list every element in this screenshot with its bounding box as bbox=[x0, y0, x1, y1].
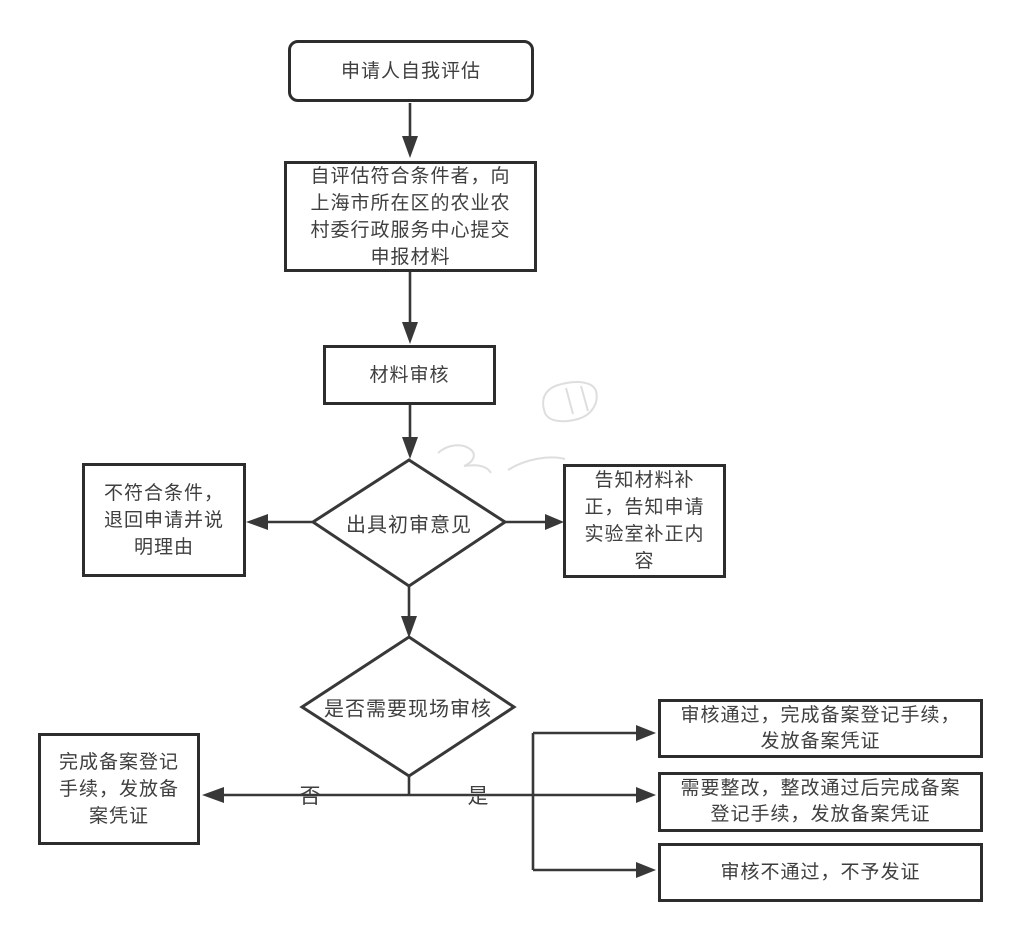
arrowhead-left-reject bbox=[246, 514, 268, 530]
node-need-rectification-label: 需要整改，整改通过后完成备案登记手续，发放备案凭证 bbox=[680, 778, 961, 825]
node-submit-materials: 自评估符合条件者，向上海市所在区的农业农村委行政服务中心提交申报材料 bbox=[284, 161, 537, 272]
decision2-label: 是否需要现场审核 bbox=[324, 698, 492, 721]
node-complete-registration: 完成备案登记手续，发放备案凭证 bbox=[38, 733, 200, 845]
arrowhead-down-3 bbox=[402, 437, 418, 459]
node-not-qualified-return: 不符合条件，退回申请并说明理由 bbox=[82, 463, 246, 577]
arrowhead-right-failed bbox=[636, 862, 656, 878]
node-review-passed-label: 审核通过，完成备案登记手续，发放备案凭证 bbox=[680, 704, 961, 752]
node-not-qualified-return-label: 不符合条件，退回申请并说明理由 bbox=[103, 482, 224, 558]
arrowhead-right-supplement bbox=[545, 514, 564, 530]
node-self-assessment: 申请人自我评估 bbox=[288, 40, 534, 102]
node-review-failed-label: 审核不通过，不予发证 bbox=[720, 862, 921, 883]
arrowhead-left-registration bbox=[202, 787, 224, 803]
node-self-assessment-label: 申请人自我评估 bbox=[340, 60, 481, 82]
node-notify-supplement-label: 告知材料补正，告知申请实验室补正内容 bbox=[584, 470, 705, 572]
node-need-rectification: 需要整改，整改通过后完成备案登记手续，发放备案凭证 bbox=[658, 772, 983, 832]
edge-label-yes: 是 bbox=[467, 785, 489, 808]
node-complete-registration-label: 完成备案登记手续，发放备案凭证 bbox=[59, 751, 180, 827]
watermark-squiggle bbox=[437, 381, 598, 474]
arrowhead-right-passed bbox=[636, 725, 656, 741]
edge-label-no: 否 bbox=[299, 785, 321, 808]
arrowhead-down-4 bbox=[401, 616, 417, 638]
node-submit-materials-label: 自评估符合条件者，向上海市所在区的农业农村委行政服务中心提交申报材料 bbox=[310, 165, 511, 268]
arrowhead-right-rectification bbox=[636, 787, 656, 803]
node-material-review: 材料审核 bbox=[323, 345, 496, 405]
node-material-review-label: 材料审核 bbox=[369, 364, 450, 386]
node-notify-supplement: 告知材料补正，告知申请实验室补正内容 bbox=[563, 464, 726, 578]
arrowhead-down-2 bbox=[402, 322, 418, 344]
decision1-label: 出具初审意见 bbox=[346, 514, 472, 537]
node-review-failed: 审核不通过，不予发证 bbox=[658, 843, 983, 902]
node-review-passed: 审核通过，完成备案登记手续，发放备案凭证 bbox=[658, 699, 983, 758]
arrowhead-down-1 bbox=[402, 136, 418, 158]
